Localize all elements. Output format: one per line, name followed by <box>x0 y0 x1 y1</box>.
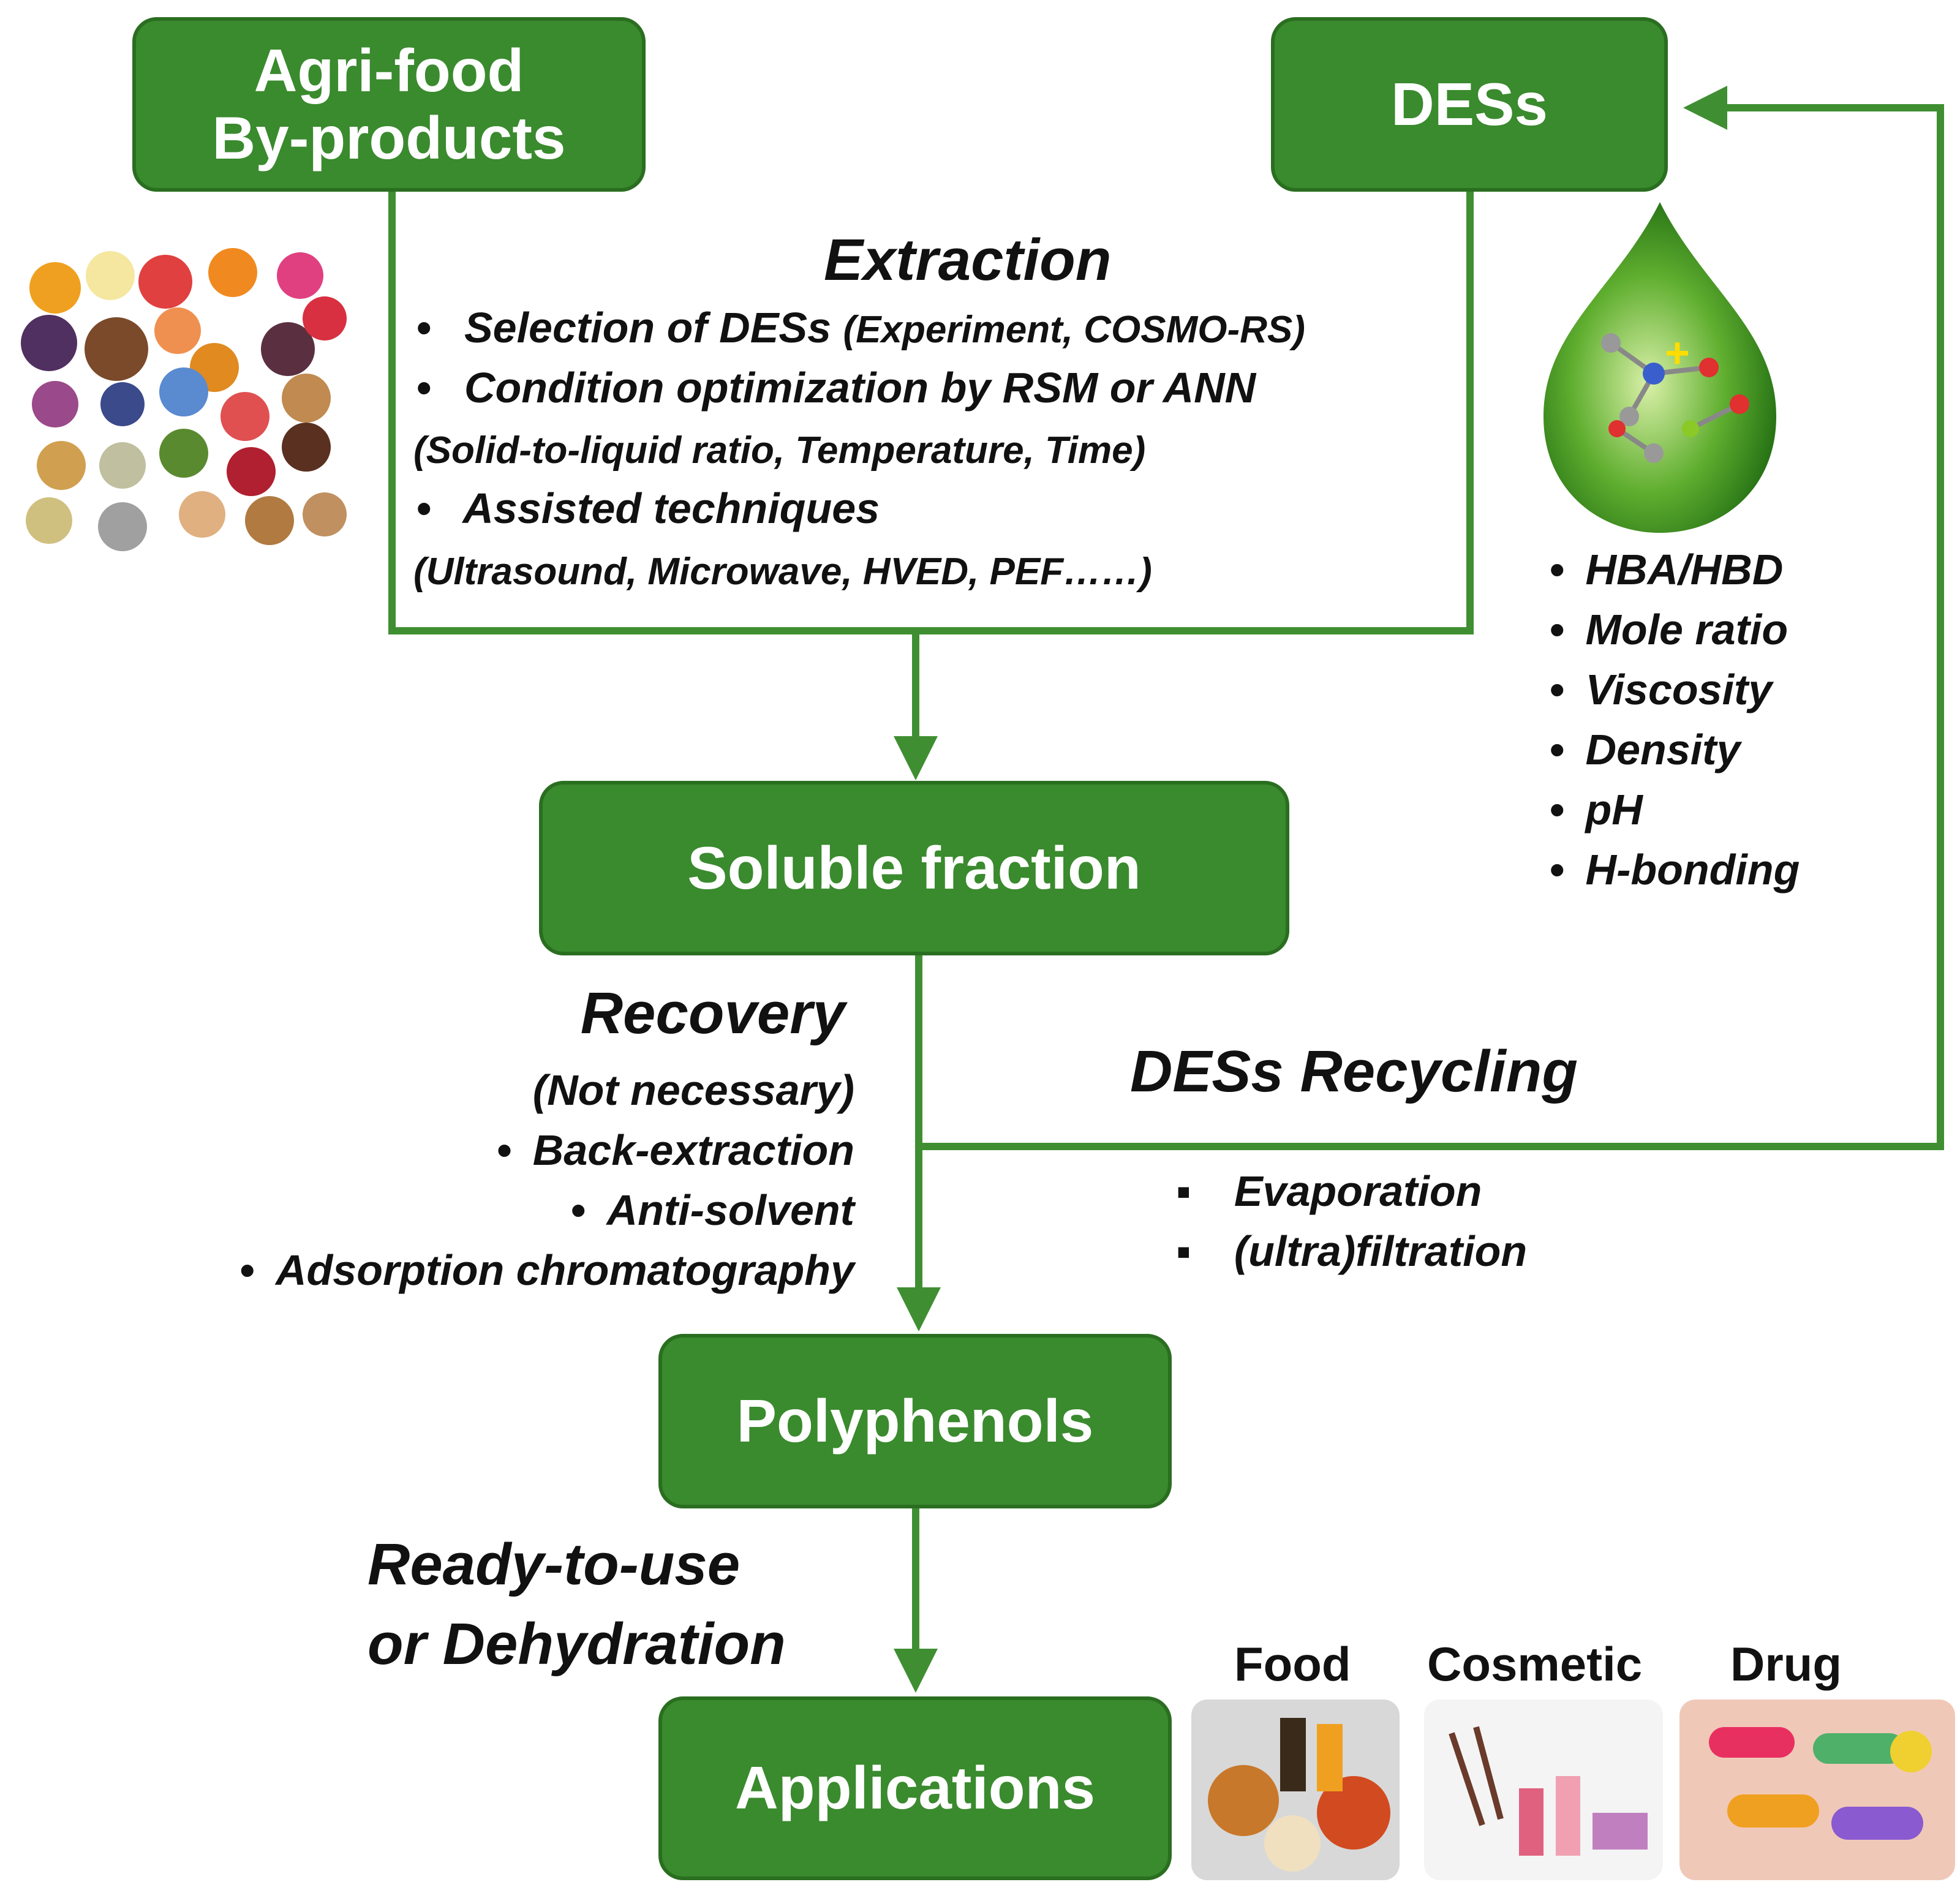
extraction-item-2: Condition optimization by RSM or ANN <box>417 363 1256 412</box>
soluble-fraction-label: Soluble fraction <box>687 834 1141 902</box>
des-property-3: Viscosity <box>1550 665 1773 714</box>
extraction-item-1: Selection of DESs (Experiment, COSMO-RS) <box>417 303 1305 352</box>
ready-to-use-line1: Ready-to-use <box>368 1532 741 1597</box>
extraction-item-2-note: (Solid-to-liquid ratio, Temperature, Tim… <box>413 429 1146 472</box>
extraction-title: Extraction <box>824 227 1112 293</box>
applications-box: Applications <box>658 1696 1172 1880</box>
extraction-item-1-text: Selection of DESs <box>464 304 832 352</box>
agri-food-line1: Agri-food <box>254 36 524 104</box>
des-property-6: H-bonding <box>1550 845 1800 894</box>
application-label-drug: Drug <box>1730 1637 1842 1691</box>
extraction-item-3: Assisted techniques <box>417 484 880 533</box>
des-droplet-illustration: + <box>1544 202 1776 533</box>
des-property-2: Mole ratio <box>1550 605 1789 654</box>
des-box-label: DESs <box>1390 70 1548 138</box>
extraction-item-3-note: (Ultrasound, Microwave, HVED, PEF……) <box>413 551 1152 593</box>
recycling-item-2: (ultra)filtration <box>1176 1227 1527 1276</box>
agri-food-box: Agri-food By-products <box>132 17 646 192</box>
recycling-item-1: Evaporation <box>1176 1167 1482 1216</box>
recycling-loop <box>919 86 1944 1150</box>
fruit-collage-image <box>21 248 347 551</box>
application-label-food: Food <box>1234 1637 1351 1691</box>
extraction-item-3-text: Assisted techniques <box>462 484 880 532</box>
recovery-note: (Not necessary) <box>532 1066 854 1114</box>
polyphenols-box: Polyphenols <box>658 1334 1172 1508</box>
recycling-title: DESs Recycling <box>1130 1039 1578 1104</box>
application-label-cosmetic: Cosmetic <box>1427 1637 1643 1691</box>
extraction-frame <box>388 190 1474 634</box>
drug-image <box>1679 1700 1955 1880</box>
polyphenols-label: Polyphenols <box>736 1387 1094 1455</box>
recovery-item-3: Adsorption chromatography <box>239 1246 854 1295</box>
des-property-4: Density <box>1550 725 1741 774</box>
des-box: DESs <box>1271 17 1668 192</box>
ready-to-use-line2: or Dehydration <box>368 1611 786 1677</box>
cosmetic-image <box>1424 1700 1663 1880</box>
applications-label: Applications <box>734 1754 1096 1822</box>
extraction-item-1-note: (Experiment, COSMO-RS) <box>843 309 1305 351</box>
agri-food-line2: By-products <box>212 104 566 171</box>
des-property-5: pH <box>1550 785 1643 834</box>
extraction-item-2-text: Condition optimization by RSM or ANN <box>464 364 1256 412</box>
food-image <box>1191 1700 1400 1880</box>
recovery-title: Recovery <box>580 981 845 1046</box>
svg-text:+: + <box>1665 329 1690 377</box>
soluble-fraction-box: Soluble fraction <box>539 781 1289 955</box>
des-property-1: HBA/HBD <box>1550 545 1784 594</box>
recovery-item-2: Anti-solvent <box>571 1186 854 1235</box>
recovery-item-1: Back-extraction <box>497 1126 854 1175</box>
